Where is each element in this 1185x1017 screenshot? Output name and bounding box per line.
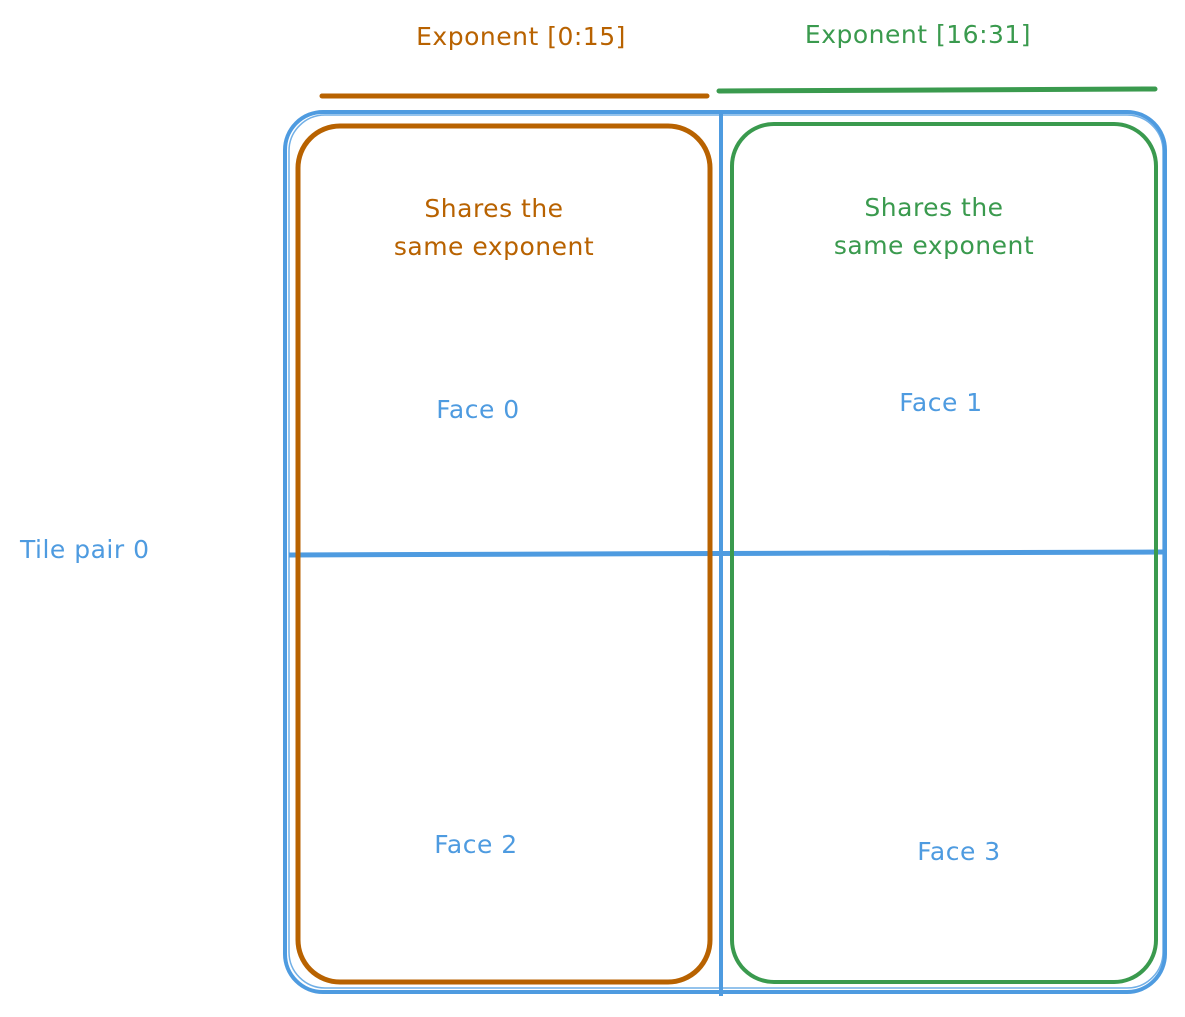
tile-pair-box-sketch (288, 114, 1164, 989)
group-right-line1: Shares the (864, 193, 1004, 222)
group-right-line2: same exponent (833, 231, 1035, 260)
header-exponent-16-31: Exponent [16:31] (804, 20, 1032, 49)
exponent-16-31-bar (716, 86, 1158, 94)
face-3-label: Face 3 (917, 837, 1001, 866)
face-0-label: Face 0 (436, 395, 520, 424)
group-left-line1: Shares the (424, 194, 564, 223)
face-1-label: Face 1 (899, 388, 983, 417)
group-right-description: Shares the same exponent (834, 189, 1034, 265)
exponent-group-0-15 (295, 123, 713, 985)
face-2-label: Face 2 (434, 830, 518, 859)
horizontal-divider (288, 549, 1164, 558)
tile-pair-label: Tile pair 0 (20, 535, 150, 564)
group-left-line2: same exponent (393, 232, 595, 261)
header-exponent-0-15: Exponent [0:15] (416, 22, 626, 51)
exponent-group-16-31 (730, 122, 1158, 984)
group-left-description: Shares the same exponent (394, 190, 594, 266)
tile-pair-box (283, 110, 1167, 994)
